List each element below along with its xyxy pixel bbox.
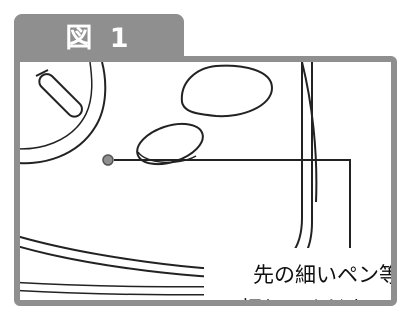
dial-inner — [20, 62, 93, 150]
caption-background — [204, 248, 391, 300]
figure-panel: 先の細いペン等 で押してください。 — [14, 56, 397, 306]
dial-slot — [38, 73, 83, 118]
caption-line-2: で押してください。 — [220, 292, 391, 300]
small-oval-button — [136, 122, 204, 166]
reset-hole-dot — [102, 154, 114, 166]
small-oval-shadow — [137, 151, 197, 164]
device-side-edge — [301, 62, 318, 203]
caption-line-1: 先の細いペン等 — [253, 263, 397, 287]
pointer-line — [114, 159, 351, 250]
button-blob — [180, 64, 274, 118]
dial-mark — [35, 69, 49, 77]
instruction-caption: 先の細いペン等 で押してください。 — [220, 258, 397, 300]
figure-tab: 図 1 — [14, 14, 184, 56]
figure-tab-label: 図 1 — [65, 22, 133, 54]
device-illustration — [20, 62, 391, 300]
dial-outer — [20, 62, 107, 165]
